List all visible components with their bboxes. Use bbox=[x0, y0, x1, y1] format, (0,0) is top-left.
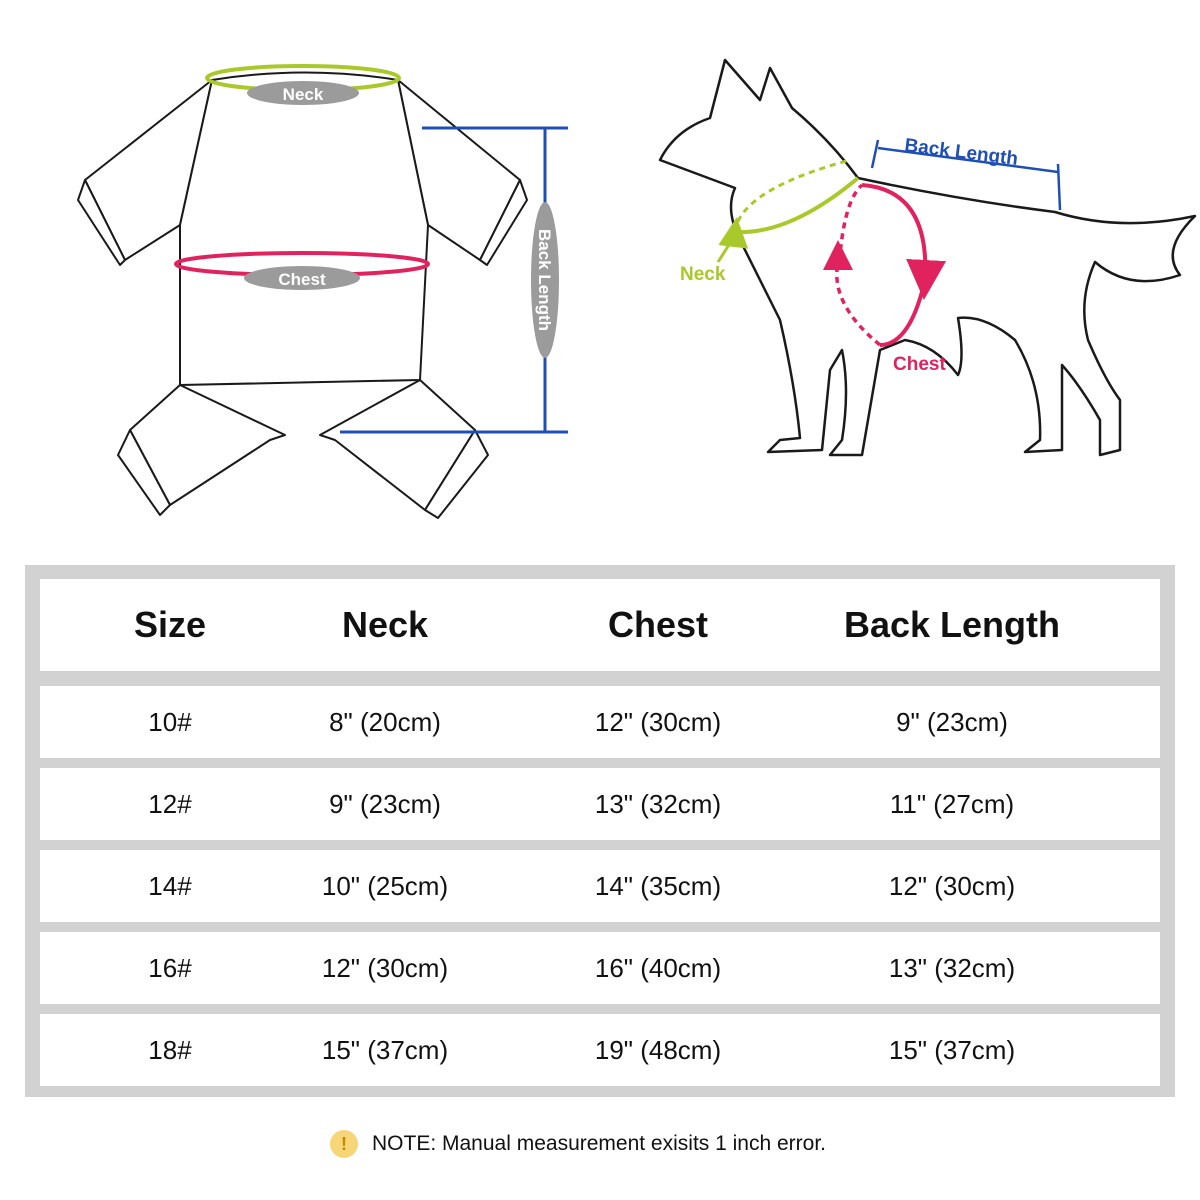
cell-chest: 14" (35cm) bbox=[594, 870, 722, 901]
cell-back-length: 9" (23cm) bbox=[896, 706, 1008, 737]
table-row: 14# 10" (25cm) 14" (35cm) 12" (30cm) bbox=[40, 850, 1160, 922]
cell-size: 10# bbox=[148, 706, 192, 737]
dog-illustration bbox=[658, 58, 1197, 457]
dog-chest-ring-front bbox=[861, 183, 947, 300]
table-row: 10# 8" (20cm) 12" (30cm) 9" (23cm) bbox=[40, 686, 1160, 758]
dog-neck-ring-front bbox=[734, 176, 860, 235]
cell-size: 12# bbox=[148, 788, 192, 819]
cell-back-length: 11" (27cm) bbox=[889, 788, 1015, 819]
exclamation-icon: ! bbox=[330, 1130, 358, 1158]
note-text: NOTE: Manual measurement exisits 1 inch … bbox=[372, 1132, 827, 1155]
dog-chest-label: Chest bbox=[893, 354, 946, 375]
table-row: 18# 15" (37cm) 19" (48cm) 15" (37cm) bbox=[40, 1014, 1160, 1086]
cell-back-length: 15" (37cm) bbox=[888, 1034, 1016, 1065]
garment-back-length-pill bbox=[531, 202, 559, 358]
dog-back-length-dimension bbox=[870, 139, 1062, 211]
garment-chest-label: Chest bbox=[278, 270, 326, 289]
cell-size: 16# bbox=[148, 952, 192, 983]
garment-neck-pill bbox=[247, 81, 359, 105]
cell-neck: 9" (23cm) bbox=[329, 788, 441, 819]
measurement-note: ! NOTE: Manual measurement exisits 1 inc… bbox=[330, 1126, 826, 1162]
header-neck: Neck bbox=[341, 604, 429, 645]
header-chest: Chest bbox=[607, 604, 709, 645]
dog-chest-ring-back bbox=[835, 183, 882, 347]
cell-size: 14# bbox=[148, 870, 192, 901]
cell-back-length: 12" (30cm) bbox=[888, 870, 1016, 901]
cell-chest: 12" (30cm) bbox=[594, 706, 722, 737]
table-header-row: Size Neck Chest Back Length bbox=[40, 579, 1160, 671]
garment-neck-label: Neck bbox=[283, 85, 324, 104]
garment-chest-pill bbox=[244, 266, 360, 290]
cell-back-length: 13" (32cm) bbox=[888, 952, 1016, 983]
cell-neck: 10" (25cm) bbox=[321, 870, 449, 901]
header-size: Size bbox=[133, 604, 207, 645]
cell-neck: 8" (20cm) bbox=[329, 706, 441, 737]
cell-chest: 19" (48cm) bbox=[594, 1034, 722, 1065]
cell-neck: 12" (30cm) bbox=[321, 952, 449, 983]
cell-neck: 15" (37cm) bbox=[321, 1034, 449, 1065]
dog-chest-ring-bottom bbox=[879, 279, 927, 347]
header-back-length: Back Length bbox=[843, 604, 1061, 645]
table-row: 12# 9" (23cm) 13" (32cm) 11" (27cm) bbox=[40, 768, 1160, 840]
table-row: 16# 12" (30cm) 16" (40cm) 13" (32cm) bbox=[40, 932, 1160, 1004]
measurement-diagram: Neck Chest Back Length Neck Chest Back L… bbox=[77, 58, 1197, 519]
dog-back-length-label: Back Length bbox=[903, 135, 1019, 170]
cell-chest: 13" (32cm) bbox=[594, 788, 722, 819]
cell-size: 18# bbox=[148, 1034, 192, 1065]
dog-neck-label: Neck bbox=[680, 264, 726, 285]
garment-back-length-label: Back Length bbox=[535, 229, 554, 331]
cell-chest: 16" (40cm) bbox=[594, 952, 722, 983]
dog-neck-leader bbox=[716, 239, 734, 263]
garment-illustration bbox=[77, 71, 528, 519]
size-chart-table: Size Neck Chest Back Length 10# 8" (20cm… bbox=[25, 565, 1175, 1097]
